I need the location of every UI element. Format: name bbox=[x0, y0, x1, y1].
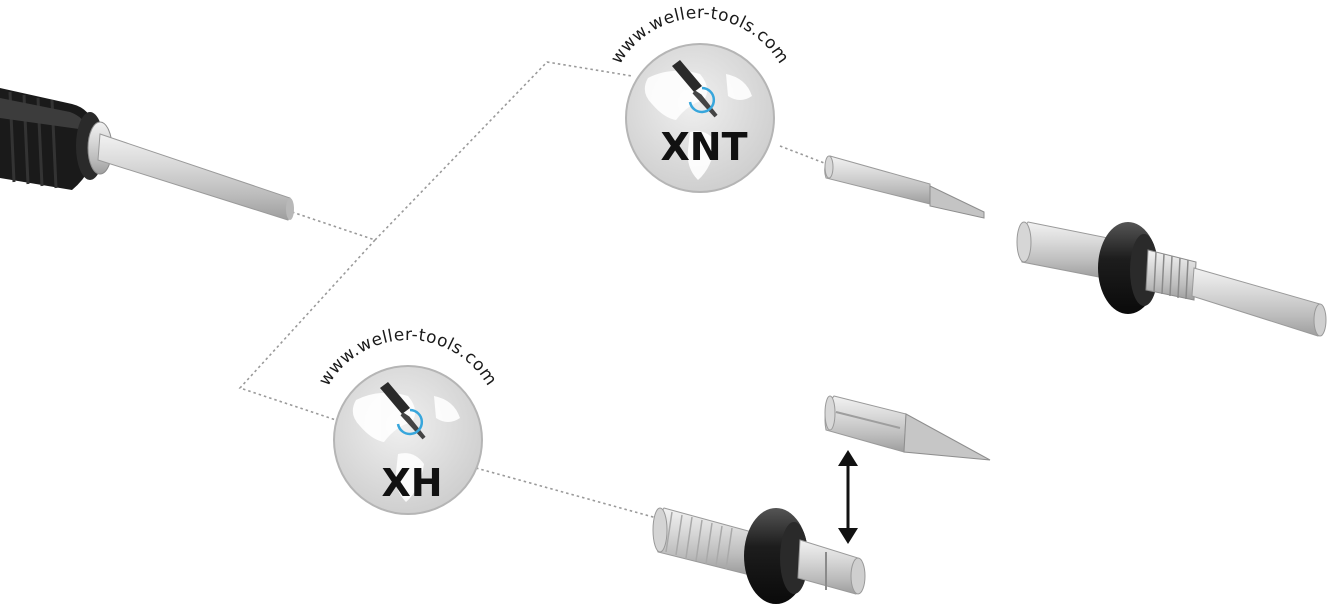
xh-tip-opening bbox=[825, 396, 835, 430]
connector-junction-to-xnt bbox=[375, 62, 632, 240]
xnt-badge: www.weller-tools.com XNT bbox=[607, 3, 793, 192]
handle-shaft bbox=[98, 134, 293, 220]
xnt-cartridge-shaft bbox=[1192, 268, 1324, 336]
xnt-cartridge-shaft-end bbox=[1314, 304, 1326, 336]
xnt-tip-point bbox=[930, 186, 984, 218]
xh-heater-stem-end bbox=[851, 558, 865, 594]
xh-badge-label: XH bbox=[381, 461, 442, 505]
soldering-iron-handle bbox=[0, 88, 294, 220]
xnt-tip-body bbox=[825, 156, 930, 204]
xh-soldering-tip bbox=[825, 396, 990, 460]
xh-tip-body bbox=[825, 396, 906, 452]
connector-xnt-to-tip bbox=[780, 146, 832, 166]
xh-heater-sleeve-end bbox=[653, 508, 667, 552]
xnt-tip-opening bbox=[825, 156, 833, 178]
handle-shaft-end bbox=[286, 198, 294, 220]
xnt-soldering-tip bbox=[825, 156, 984, 218]
xnt-cartridge-sleeve-end bbox=[1017, 222, 1031, 262]
xh-tip-point bbox=[904, 414, 990, 460]
xnt-cartridge bbox=[1017, 222, 1326, 336]
connector-handle-to-junction bbox=[292, 212, 375, 240]
connector-xh-to-heater bbox=[476, 468, 664, 520]
double-arrow-vertical-icon bbox=[838, 450, 858, 544]
xnt-badge-label: XNT bbox=[660, 125, 747, 169]
xnt-cartridge-sleeve bbox=[1019, 222, 1108, 278]
xh-heater-assembly bbox=[653, 508, 865, 604]
xh-heater-sleeve bbox=[655, 508, 752, 574]
xh-badge: www.weller-tools.com XH bbox=[315, 325, 501, 514]
